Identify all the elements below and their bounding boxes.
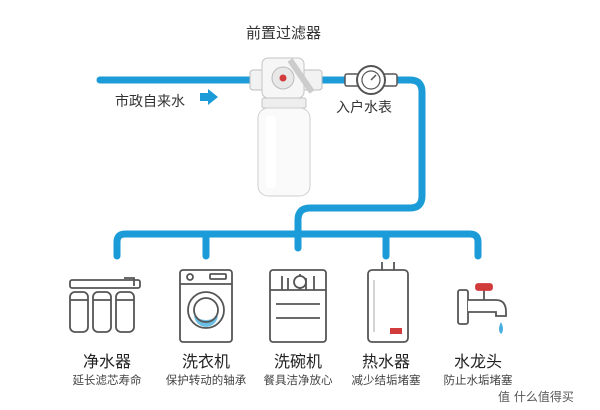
flow-arrow-icon <box>200 89 218 105</box>
appliance-name: 热水器 <box>361 352 410 371</box>
distribution-pipe <box>113 230 482 260</box>
appliance-desc: 减少结垢堵塞 <box>351 373 421 387</box>
pipe-network <box>96 76 482 260</box>
inlet-label: 市政自来水 <box>115 94 185 110</box>
watermark: 值 什么值得买 <box>498 390 574 404</box>
appliance-desc: 餐具洁净放心 <box>263 373 333 387</box>
appliance-name: 洗衣机 <box>181 352 230 371</box>
appliance-desc: 保护转动的轴承 <box>165 373 247 387</box>
appliance-desc: 延长滤芯寿命 <box>72 373 142 387</box>
appliance-name: 净水器 <box>82 352 131 371</box>
meter-to-down-pipe <box>294 76 426 252</box>
diagram-title: 前置过滤器 <box>246 24 322 42</box>
water-meter-icon <box>344 65 398 95</box>
appliance-name: 洗碗机 <box>273 352 322 371</box>
meter-label: 入户水表 <box>336 100 392 116</box>
appliance-desc: 防止水垢堵塞 <box>443 373 513 387</box>
water-heater-icon <box>367 262 409 343</box>
washing-machine-icon <box>179 269 233 343</box>
ro-purifier-icon <box>69 277 141 333</box>
pre-filter-icon <box>249 57 323 197</box>
faucet-icon <box>457 283 507 334</box>
dishwasher-icon <box>269 269 327 343</box>
appliance-name: 水龙头 <box>453 352 502 371</box>
